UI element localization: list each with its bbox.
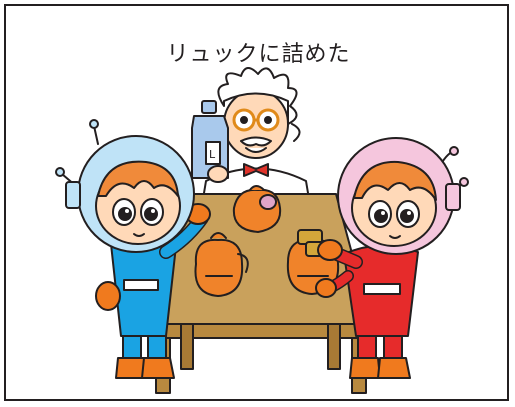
comic-panel: リュックに詰めた — [4, 4, 509, 401]
girl-astronaut — [315, 137, 469, 379]
illustration: L — [55, 67, 469, 394]
backpacks — [194, 185, 340, 297]
panel-caption: リュックに詰めた — [166, 42, 351, 67]
svg-text:L: L — [209, 148, 216, 161]
boy-astronaut — [55, 119, 211, 379]
water-bottle: L — [191, 100, 229, 179]
